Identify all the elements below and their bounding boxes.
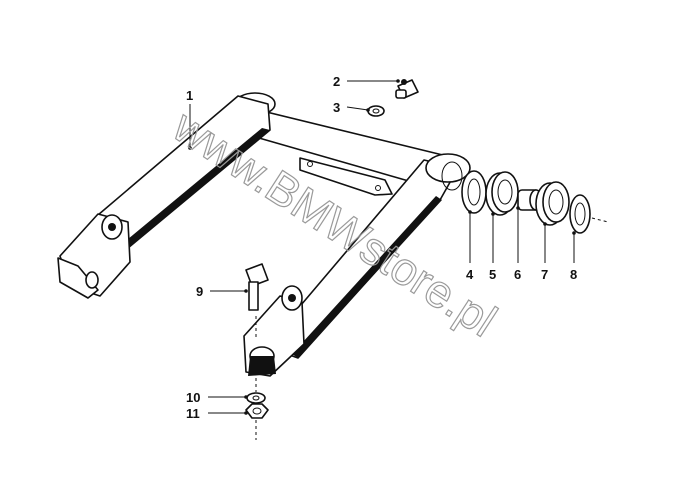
- callout-8: 8: [570, 267, 577, 282]
- callout-9: 9: [196, 284, 203, 299]
- callout-1: 1: [186, 88, 193, 103]
- tapered-roller-bearing: [485, 171, 519, 216]
- callout-10: 10: [186, 390, 200, 405]
- grease-nipple: [395, 79, 419, 99]
- callout-6: 6: [514, 267, 521, 282]
- callout-labels: 1 2 3 4 5 6 7 8 9 10 11: [186, 74, 577, 421]
- sealing-ring: [461, 170, 487, 214]
- callout-7: 7: [541, 267, 548, 282]
- swing-arm: [57, 92, 471, 377]
- leader-lines: [188, 79, 576, 415]
- bearing-stack: [461, 170, 591, 234]
- lock-washer: [246, 392, 266, 404]
- hex-bolt: [245, 263, 269, 311]
- callout-11: 11: [186, 406, 200, 421]
- sealing-ring-2: [569, 194, 591, 234]
- callout-5: 5: [489, 267, 496, 282]
- hex-nut: [245, 403, 269, 419]
- callout-2: 2: [333, 74, 340, 89]
- tapered-roller-bearing-2: [535, 181, 570, 226]
- assembly-axis-lines: [255, 217, 609, 440]
- washer: [367, 105, 385, 117]
- callout-3: 3: [333, 100, 340, 115]
- callout-4: 4: [466, 267, 474, 282]
